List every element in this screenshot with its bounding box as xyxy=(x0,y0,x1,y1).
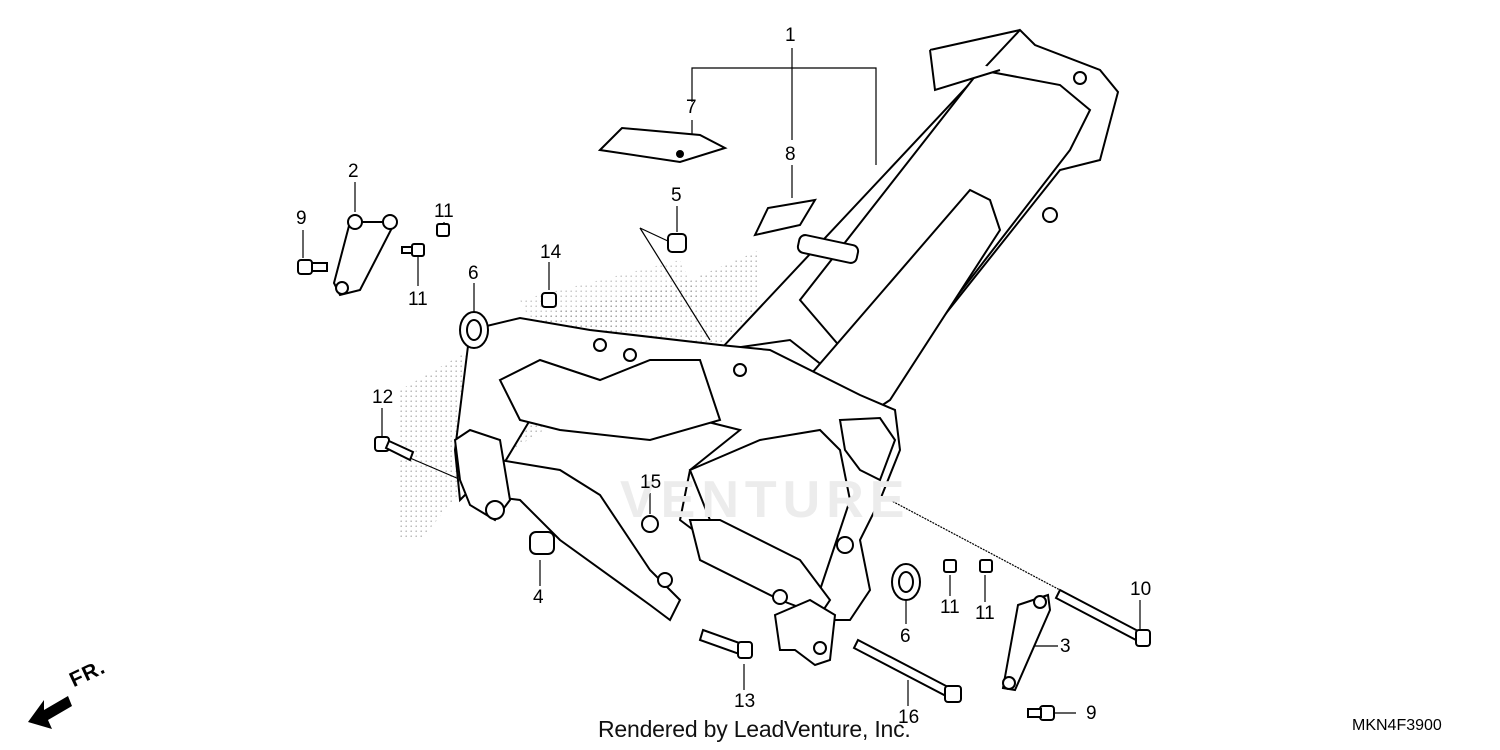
callout-11a: 11 xyxy=(434,201,454,222)
callout-8: 8 xyxy=(785,144,796,165)
callout-14: 14 xyxy=(540,242,562,263)
callout-3: 3 xyxy=(1060,636,1071,657)
callout-6a: 6 xyxy=(468,263,479,284)
callout-11c: 11 xyxy=(940,597,960,618)
callout-11d: 11 xyxy=(975,603,995,624)
diagram-code: MKN4F3900 xyxy=(1352,717,1442,734)
callout-7: 7 xyxy=(686,97,697,118)
callout-16: 16 xyxy=(898,707,920,728)
callout-6b: 6 xyxy=(900,626,911,647)
callout-2: 2 xyxy=(348,161,359,182)
callout-5: 5 xyxy=(671,185,682,206)
render-credit: Rendered by LeadVenture, Inc. xyxy=(598,716,911,742)
watermark-text: VENTURE xyxy=(620,471,911,529)
callout-12: 12 xyxy=(372,387,394,408)
small-parts xyxy=(297,126,1151,721)
callout-1: 1 xyxy=(785,25,796,46)
callout-13: 13 xyxy=(734,691,756,712)
callout-4: 4 xyxy=(533,587,544,608)
leader-lines xyxy=(302,48,1141,714)
main-frame xyxy=(453,28,1120,667)
callout-9b: 9 xyxy=(1086,703,1097,724)
callout-9a: 9 xyxy=(296,208,307,229)
callout-15: 15 xyxy=(640,472,662,493)
callout-11b: 11 xyxy=(408,289,428,310)
front-arrow-icon xyxy=(28,696,72,729)
callout-10: 10 xyxy=(1130,579,1152,600)
